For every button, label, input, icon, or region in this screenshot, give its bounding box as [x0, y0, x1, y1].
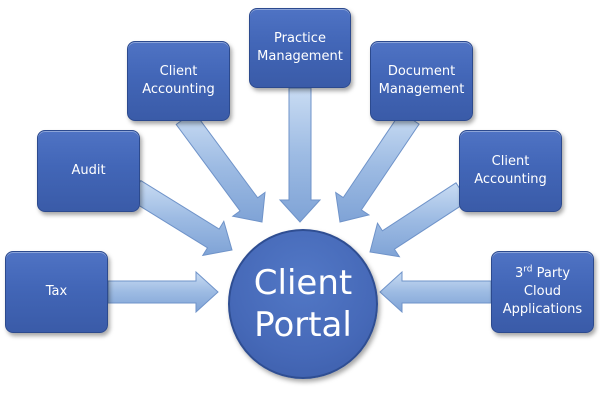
arrow-from-client-accounting-left-icon [175, 110, 266, 223]
node-label: Applications [502, 302, 583, 317]
arrow-from-tax-icon [107, 270, 219, 314]
node-label: Client [491, 154, 530, 169]
node-label: Document [387, 64, 456, 79]
hub-label: Client [253, 263, 353, 303]
arrow-from-document-icon [335, 111, 420, 223]
node-label: Client [159, 64, 198, 79]
arrow-from-client-accounting-right-icon [369, 182, 469, 258]
hub-label: Portal [254, 305, 352, 345]
node-label: Accounting [142, 82, 215, 97]
node-label: Management [257, 49, 343, 64]
node-label: Practice [274, 31, 326, 46]
node-label: Management [378, 82, 465, 97]
node-label: Party [536, 266, 571, 281]
node-label: Cloud [523, 284, 562, 299]
node-label-superscript: rd [523, 264, 533, 275]
arrow-from-audit-icon [128, 179, 233, 257]
arrow-from-practice-icon [278, 87, 322, 223]
node-label: 3 [514, 266, 524, 281]
node-label: Audit [71, 163, 106, 178]
arrow-from-3rd-party-icon [379, 270, 492, 314]
node-label: Accounting [474, 172, 547, 187]
node-tax[interactable]: Tax [5, 251, 108, 333]
node-audit[interactable]: Audit [37, 130, 140, 212]
node-label: Tax [45, 284, 68, 299]
